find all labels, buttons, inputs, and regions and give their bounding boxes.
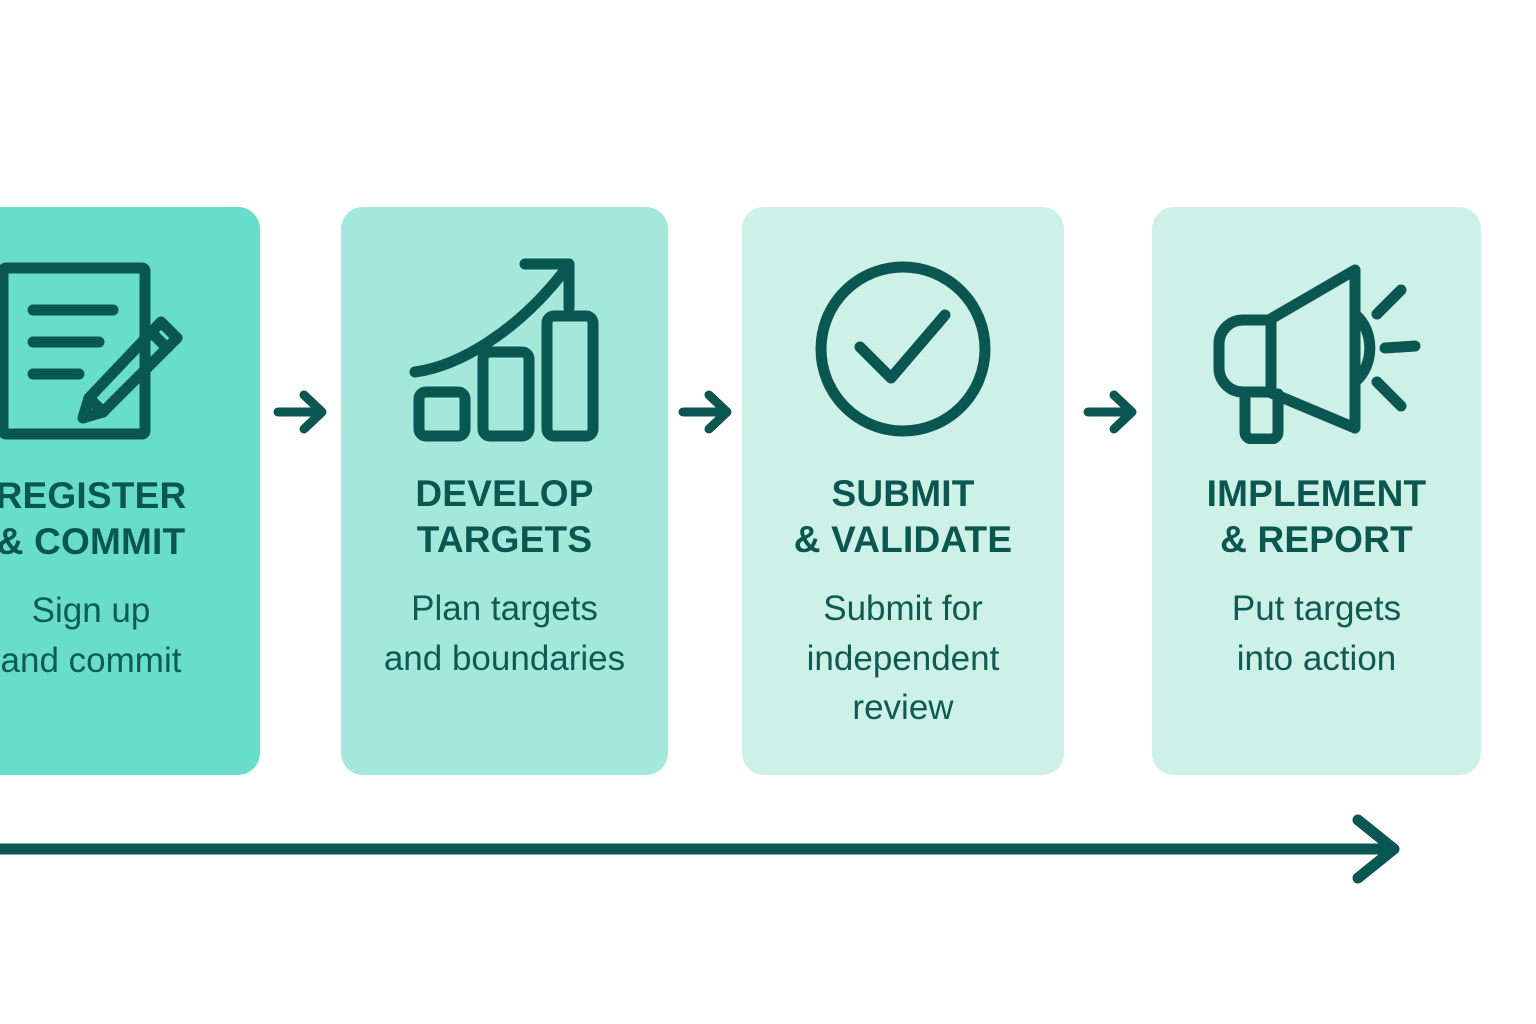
step-description: Put targets into action (1231, 589, 1402, 678)
arrow-right-icon-2 (677, 383, 735, 441)
step-description: Sign up and commit (0, 591, 182, 680)
arrow-right-icon-1 (272, 383, 330, 441)
megaphone-icon (1152, 251, 1481, 447)
process-step-card-submit-validate[interactable]: SUBMIT & VALIDATE Submit for independent… (742, 207, 1064, 775)
check-circle-icon (742, 251, 1064, 447)
process-step-card-register-commit[interactable]: REGISTER & COMMIT Sign up and commit (0, 207, 260, 775)
bar-chart-growth-icon (341, 251, 668, 447)
long-arrow-right-icon (0, 812, 1410, 886)
step-title: SUBMIT & VALIDATE (793, 473, 1013, 560)
step-description: Plan targets and boundaries (383, 589, 626, 678)
document-pencil-icon (0, 253, 260, 449)
step-title: IMPLEMENT & REPORT (1206, 473, 1427, 560)
step-title: REGISTER & COMMIT (0, 475, 187, 562)
step-title: DEVELOP TARGETS (415, 473, 594, 560)
process-step-card-implement-report[interactable]: IMPLEMENT & REPORT Put targets into acti… (1152, 207, 1481, 775)
arrow-right-icon-3 (1082, 383, 1140, 441)
step-description: Submit for independent review (806, 589, 1000, 728)
process-step-card-develop-targets[interactable]: DEVELOP TARGETS Plan targets and boundar… (341, 207, 668, 775)
